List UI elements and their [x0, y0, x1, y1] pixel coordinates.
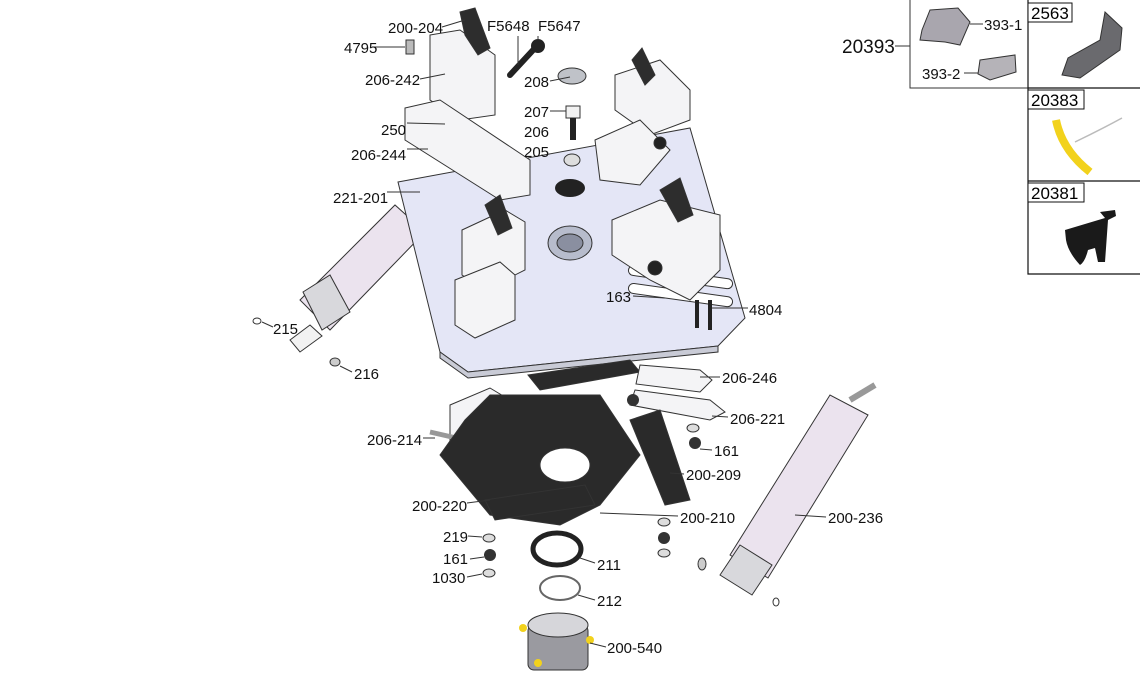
label-206-221: 206-221: [730, 411, 785, 428]
rotary-joint-200-540: [519, 612, 594, 671]
label-216: 216: [354, 366, 379, 383]
arm-200-220: [484, 484, 596, 521]
accessory-20383-image: [1052, 119, 1093, 176]
handle-F5648: [507, 39, 545, 78]
cylinder-200-236: [697, 382, 877, 607]
label-212: 212: [597, 593, 622, 610]
label-206-244: 206-244: [351, 147, 406, 164]
cylinder-215: [252, 204, 426, 367]
label-393-2: 393-2: [922, 66, 960, 83]
label-20383: 20383: [1031, 91, 1078, 110]
label-20381: 20381: [1031, 184, 1078, 203]
bracket-right: [594, 47, 691, 186]
label-200-220: 200-220: [412, 498, 467, 515]
callout-labels: 200-204 F5648 F5647 4795 206-242 208 207…: [273, 18, 883, 657]
bracket-front: [454, 194, 526, 339]
label-4795: 4795: [344, 40, 377, 57]
accessory-kit-20393: 20393 393-1 393-2: [842, 0, 1028, 89]
label-200-540: 200-540: [607, 640, 662, 657]
label-161-right: 161: [714, 443, 739, 460]
ring-212: [539, 575, 581, 601]
label-207: 207: [524, 104, 549, 121]
label-2563: 2563: [1031, 4, 1069, 23]
label-205: 205: [524, 144, 549, 161]
label-F5648: F5648: [487, 18, 530, 35]
label-200-236: 200-236: [828, 510, 883, 527]
label-219: 219: [443, 529, 468, 546]
label-1030: 1030: [432, 570, 465, 587]
seal-211: [530, 530, 584, 568]
label-200-210: 200-210: [680, 510, 735, 527]
nuts-stack: [482, 394, 701, 578]
label-211: 211: [597, 557, 621, 574]
label-393-1: 393-1: [984, 17, 1022, 34]
washer-205: [563, 153, 581, 167]
accessory-2563-image: [1061, 11, 1123, 79]
bolt-207: [565, 105, 581, 140]
accessory-20381-image: [1065, 210, 1116, 265]
label-206-242: 206-242: [365, 72, 420, 89]
label-206: 206: [524, 124, 549, 141]
label-208: 208: [524, 74, 549, 91]
label-F5647: F5647: [538, 18, 581, 35]
label-206-214: 206-214: [367, 432, 422, 449]
label-200-209: 200-209: [686, 467, 741, 484]
label-200-204: 200-204: [388, 20, 443, 37]
accessory-box-2563: 2563: [1027, 0, 1140, 275]
leader-lines: [261, 19, 827, 648]
bolt-4795: [405, 39, 415, 55]
label-215: 215: [273, 321, 298, 338]
label-4804: 4804: [749, 302, 782, 319]
label-20393: 20393: [842, 37, 895, 58]
bracket-right-front: [611, 177, 721, 301]
label-163: 163: [606, 289, 631, 306]
accessory-box-20383: 20383: [1027, 87, 1140, 176]
arm-200-209: [629, 409, 691, 506]
block-206-246: [635, 364, 713, 393]
plate-200-210: [439, 394, 641, 526]
washer-black: [555, 179, 585, 197]
label-206-246: 206-246: [722, 370, 777, 387]
washer-208: [557, 67, 587, 85]
bracket-206-242: [404, 7, 531, 201]
label-221-201: 221-201: [333, 190, 388, 207]
label-161-left: 161: [443, 551, 468, 568]
accessory-box-20381: 20381: [1027, 180, 1140, 265]
label-250: 250: [381, 122, 406, 139]
